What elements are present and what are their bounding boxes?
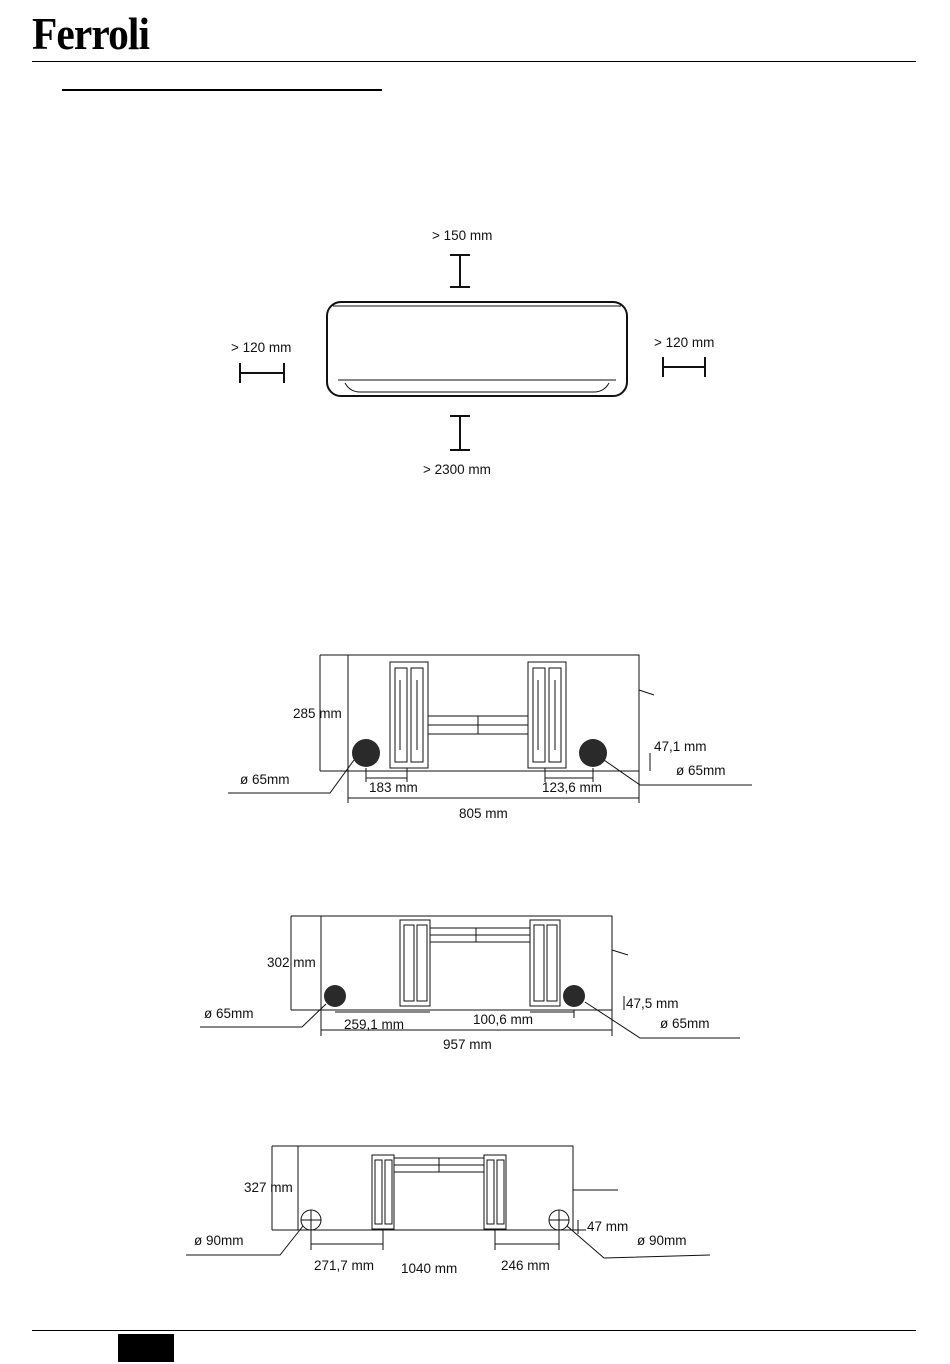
plate-bracket-left <box>390 662 428 768</box>
clearance-right-marker <box>663 357 705 377</box>
plate-crossbar <box>394 1158 484 1172</box>
plate2-dist-left: 259,1 mm <box>344 1017 404 1032</box>
plate1-dia-left: ø 65mm <box>240 772 290 787</box>
plate3-width: 1040 mm <box>401 1261 457 1276</box>
clearance-top-marker <box>450 255 470 287</box>
plate2-offset-right: 47,5 mm <box>626 996 679 1011</box>
plate3-dia-left: ø 90mm <box>194 1233 244 1248</box>
plate-bracket-right <box>530 920 560 1006</box>
indoor-unit-drawing <box>327 302 627 396</box>
plate1-dist-left: 183 mm <box>369 780 418 795</box>
plate2-dia-left: ø 65mm <box>204 1006 254 1021</box>
clearance-right-label: > 120 mm <box>654 335 714 350</box>
plate-crossbar <box>430 928 530 942</box>
wall-hole-right <box>579 739 607 767</box>
plate2-width: 957 mm <box>443 1037 492 1052</box>
wall-hole-left <box>301 1210 321 1230</box>
clearance-diagram: > 150 mm > 120 mm > 120 mm > 2300 mm <box>231 228 714 477</box>
plate1-offset-right: 47,1 mm <box>654 739 707 754</box>
plate3-dist-right: 246 mm <box>501 1258 550 1273</box>
mounting-plate-3 <box>186 1146 710 1258</box>
plate-crossbar <box>428 716 528 734</box>
wall-hole-right <box>549 1210 569 1230</box>
plate2-height: 302 mm <box>267 955 316 970</box>
plate3-height: 327 mm <box>244 1180 293 1195</box>
plate-bracket-left <box>372 1155 394 1229</box>
plate1-dist-right: 123,6 mm <box>542 780 602 795</box>
clearance-bottom-label: > 2300 mm <box>423 462 491 477</box>
plate1-width: 805 mm <box>459 806 508 821</box>
plate2-dia-right: ø 65mm <box>660 1016 710 1031</box>
plate-bracket-right <box>484 1155 506 1229</box>
plate2-dist-right: 100,6 mm <box>473 1012 533 1027</box>
plate1-dia-right: ø 65mm <box>676 763 726 778</box>
clearance-left-marker <box>240 363 284 383</box>
wall-hole-left <box>352 739 380 767</box>
clearance-left-label: > 120 mm <box>231 340 291 355</box>
wall-hole-right <box>563 985 585 1007</box>
plate3-offset-right: 47 mm <box>587 1219 628 1234</box>
wall-hole-left <box>324 985 346 1007</box>
plate-bracket-left <box>400 920 430 1006</box>
plate3-dia-right: ø 90mm <box>637 1233 687 1248</box>
plate1-height: 285 mm <box>293 706 342 721</box>
plate-bracket-right <box>528 662 566 768</box>
clearance-top-label: > 150 mm <box>432 228 492 243</box>
plate3-dist-left: 271,7 mm <box>314 1258 374 1273</box>
mounting-plate-2 <box>200 916 740 1038</box>
clearance-bottom-marker <box>450 416 470 450</box>
mounting-plate-1 <box>228 655 752 803</box>
